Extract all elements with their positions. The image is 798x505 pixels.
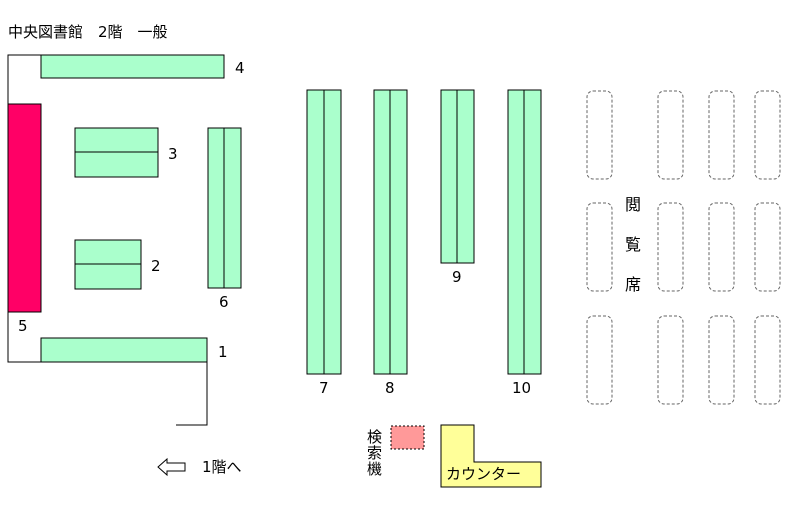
shelf-4[interactable] — [40, 54, 225, 79]
shelf-5[interactable] — [7, 103, 42, 313]
search-terminal-label: 検 索 機 — [367, 428, 382, 478]
left-arrow-icon — [157, 457, 186, 477]
shelf-6[interactable] — [207, 127, 242, 289]
seat[interactable] — [754, 90, 781, 180]
reading-area-char: 席 — [625, 275, 641, 294]
search-terminal[interactable] — [390, 425, 425, 450]
wall-lower — [7, 312, 208, 426]
seat[interactable] — [657, 202, 684, 292]
shelf-label-3: 3 — [168, 145, 178, 163]
shelf-10[interactable] — [507, 89, 542, 375]
seat[interactable] — [657, 90, 684, 180]
shelf-3[interactable] — [74, 127, 159, 178]
seat[interactable] — [586, 202, 613, 292]
search-terminal-char: 索 — [367, 444, 382, 462]
shelf-label-4: 4 — [235, 59, 245, 77]
shelf-label-6: 6 — [219, 293, 229, 311]
seat[interactable] — [754, 202, 781, 292]
seat[interactable] — [657, 315, 684, 405]
reading-area-char: 閲 — [625, 195, 641, 214]
shelf-9[interactable] — [440, 89, 475, 264]
shelf-2[interactable] — [74, 239, 142, 290]
shelf-label-8: 8 — [385, 379, 395, 397]
seat[interactable] — [708, 90, 735, 180]
shelf-1[interactable] — [40, 337, 208, 363]
shelf-label-2: 2 — [151, 257, 161, 275]
seat[interactable] — [586, 315, 613, 405]
exit-label: 1階へ — [202, 458, 242, 476]
search-terminal-char: 機 — [367, 460, 382, 478]
reading-area-label: 閲 覧 席 — [625, 195, 641, 294]
counter-label: カウンター — [446, 465, 521, 483]
shelf-label-9: 9 — [452, 268, 462, 286]
shelf-label-7: 7 — [319, 379, 329, 397]
shelf-label-5: 5 — [18, 317, 28, 335]
reading-seats — [586, 90, 781, 405]
seat[interactable] — [586, 90, 613, 180]
counter[interactable] — [440, 424, 542, 488]
search-terminal-char: 検 — [367, 428, 382, 446]
exit-to-1f[interactable]: 1階へ — [157, 457, 242, 477]
reading-area-char: 覧 — [625, 235, 641, 254]
shelf-7[interactable] — [306, 89, 342, 375]
seat[interactable] — [754, 315, 781, 405]
seat[interactable] — [708, 315, 735, 405]
page-title: 中央図書館 2階 一般 — [8, 23, 168, 41]
seat[interactable] — [708, 202, 735, 292]
shelf-8[interactable] — [373, 89, 408, 375]
shelf-label-1: 1 — [218, 343, 228, 361]
shelf-label-10: 10 — [512, 379, 531, 397]
